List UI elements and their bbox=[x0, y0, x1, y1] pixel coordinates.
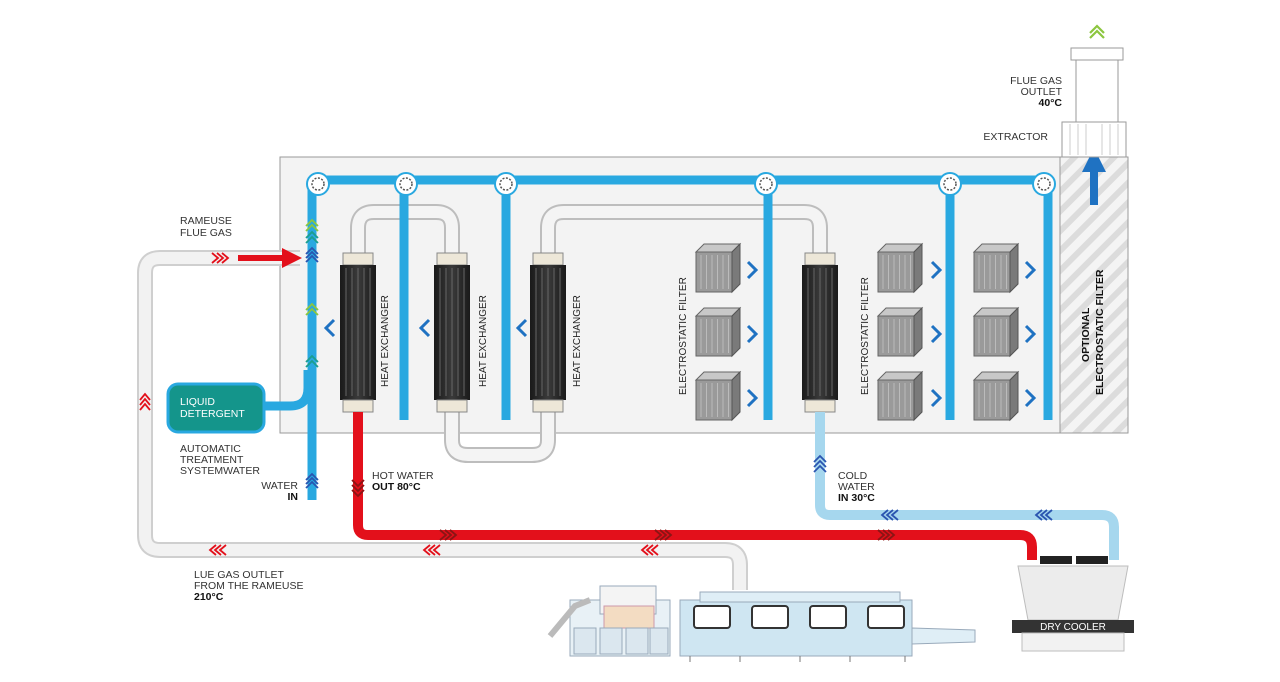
automatic-treatment-label-line3: SYSTEMWATER bbox=[180, 465, 260, 477]
chevron-left-icon bbox=[418, 318, 431, 338]
flue-gas-inlet-arrow-icon bbox=[238, 248, 302, 268]
rameuse-outlet-label-line3: 210°C bbox=[194, 591, 224, 603]
rameuse-outlet-label-line2: FROM THE RAMEUSE bbox=[194, 580, 303, 592]
water-in-label-line1: WATER bbox=[261, 480, 298, 492]
rameuse-machine bbox=[547, 585, 976, 662]
spray-nozzles bbox=[306, 172, 1056, 196]
heat-exchanger-4 bbox=[802, 252, 838, 413]
chevron-right-icon bbox=[1024, 324, 1037, 344]
chevron-right-icon bbox=[746, 324, 759, 344]
rameuse-flue-gas-label-line2: FLUE GAS bbox=[180, 227, 232, 239]
hot-water-right-chevrons-icon bbox=[439, 529, 896, 541]
heat-exchanger-2 bbox=[434, 252, 470, 413]
extractor-chimney bbox=[1061, 47, 1127, 158]
electrostatic-filter-label-1: ELECTROSTATIC FILTER bbox=[678, 277, 689, 395]
electrostatic-filter-cube bbox=[876, 370, 924, 422]
heat-exchanger-1 bbox=[340, 252, 376, 413]
electrostatic-filter-cube bbox=[694, 242, 742, 294]
liquid-detergent-label-line2: DETERGENT bbox=[180, 408, 245, 420]
automatic-treatment-label-line1: AUTOMATIC bbox=[180, 443, 241, 455]
electrostatic-filter-cube bbox=[876, 242, 924, 294]
detergent-pipe bbox=[262, 370, 313, 411]
hot-water-down-chevrons-icon bbox=[351, 479, 365, 498]
detergent-chevrons-icon bbox=[305, 218, 319, 316]
cold-water-label-line3: IN 30°C bbox=[838, 492, 875, 504]
liquid-detergent-label-line1: LIQUID bbox=[180, 396, 215, 408]
electrostatic-filter-label-2: ELECTROSTATIC FILTER bbox=[860, 277, 871, 395]
electrostatic-filter-cube bbox=[694, 370, 742, 422]
chevron-right-icon bbox=[930, 260, 943, 280]
electrostatic-filter-cube bbox=[876, 306, 924, 358]
heat-exchanger-label-1: HEAT EXCHANGER bbox=[380, 295, 391, 387]
chevron-left-icon bbox=[323, 318, 336, 338]
gas-chevrons-icon bbox=[139, 252, 659, 556]
flue-gas-outlet-label-line1: FLUE GAS bbox=[1010, 75, 1062, 87]
dry-cooler-label: DRY COOLER bbox=[1040, 622, 1106, 633]
cold-water-label-line2: WATER bbox=[838, 481, 875, 493]
water-in-label-line2: IN bbox=[288, 491, 299, 503]
water-in-chevrons-icon bbox=[305, 246, 319, 489]
cold-water-label-line1: COLD bbox=[838, 470, 868, 482]
electrostatic-filter-cube bbox=[694, 306, 742, 358]
electrostatic-filter-cube bbox=[972, 370, 1020, 422]
heat-exchanger-label-2: HEAT EXCHANGER bbox=[478, 295, 489, 387]
chevron-right-icon bbox=[746, 388, 759, 408]
liquid-detergent-tank bbox=[166, 382, 266, 434]
rameuse-flue-gas-label-line1: RAMEUSE bbox=[180, 215, 232, 227]
cold-water-pipe bbox=[815, 412, 1119, 560]
heat-exchanger-3 bbox=[530, 252, 566, 413]
dry-cooler: DRY COOLER bbox=[1012, 556, 1134, 652]
chevron-right-icon bbox=[1024, 260, 1037, 280]
hot-water-label-line2: OUT 80°C bbox=[372, 481, 421, 493]
chevron-right-icon bbox=[930, 388, 943, 408]
spray-nozzle-icon bbox=[494, 172, 518, 196]
heat-exchangers bbox=[340, 252, 838, 413]
chevron-right-icon bbox=[1024, 388, 1037, 408]
exhaust-arrow-icon bbox=[1082, 148, 1106, 205]
spray-nozzle-icon bbox=[306, 172, 330, 196]
flow-markers bbox=[139, 218, 1053, 556]
rameuse-outlet-label-line1: LUE GAS OUTLET bbox=[194, 569, 284, 581]
chevron-left-icon bbox=[515, 318, 528, 338]
optional-filter-label-line1: OPTIONAL bbox=[1080, 307, 1092, 362]
heat-exchanger-label-3: HEAT EXCHANGER bbox=[572, 295, 583, 387]
chevron-right-icon bbox=[930, 324, 943, 344]
optional-filter-label-line2: ELECTROSTATIC FILTER bbox=[1094, 269, 1106, 395]
outlet-green-chevrons-icon bbox=[1089, 24, 1105, 39]
electrostatic-filter-cube bbox=[972, 242, 1020, 294]
electrostatic-filter-cube bbox=[972, 306, 1020, 358]
chevron-right-icon bbox=[746, 260, 759, 280]
extractor-label: EXTRACTOR bbox=[983, 131, 1048, 143]
hot-water-label-line1: HOT WATER bbox=[372, 470, 434, 482]
treatment-chevrons-icon bbox=[305, 230, 319, 368]
flue-gas-outlet-label-line2: OUTLET bbox=[1021, 86, 1063, 98]
flue-gas-outlet-label-line3: 40°C bbox=[1039, 97, 1063, 109]
automatic-treatment-label-line2: TREATMENT bbox=[180, 454, 244, 466]
cold-water-chevrons-icon bbox=[813, 454, 1053, 521]
electrostatic-filters bbox=[694, 242, 1037, 422]
spray-nozzle-icon bbox=[1032, 172, 1056, 196]
spray-nozzle-icon bbox=[754, 172, 778, 196]
spray-nozzle-icon bbox=[394, 172, 418, 196]
spray-nozzle-icon bbox=[938, 172, 962, 196]
hot-water-pipe bbox=[353, 412, 1037, 560]
water-pipes bbox=[307, 175, 1053, 500]
gas-flow-chevrons bbox=[323, 318, 528, 338]
